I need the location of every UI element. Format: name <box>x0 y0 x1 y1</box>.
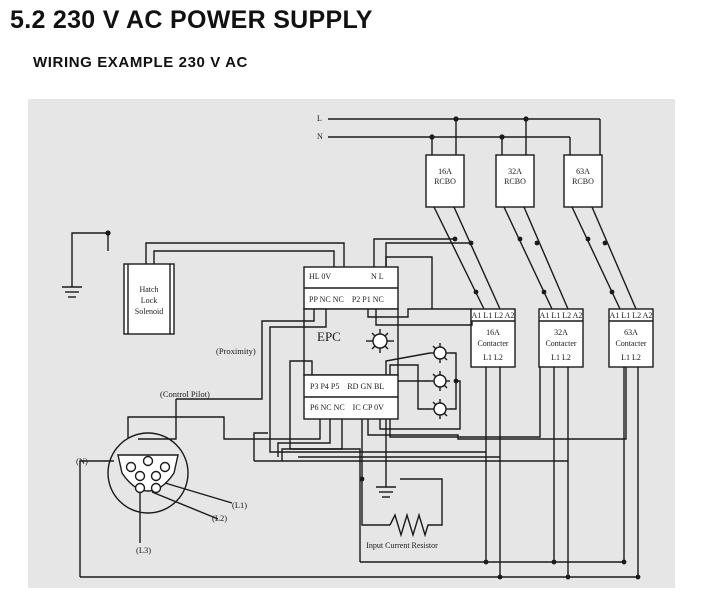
rcbo-63a-rating: 63A <box>576 167 590 176</box>
green-lamp-icon <box>430 371 450 391</box>
contactor-output-wiring <box>80 367 641 580</box>
wiring-diagram-svg: L N 16A RCBO 32A RCBO 63A RCBO <box>62 114 654 580</box>
bus-l-label: L <box>317 114 322 123</box>
contactor-32a-type: Contacter <box>545 339 576 348</box>
epc-earth-icon <box>376 419 396 498</box>
indicator-lamps <box>366 329 461 430</box>
solenoid-label-1: Hatch <box>139 285 158 294</box>
rcbo-16a-type: RCBO <box>434 177 456 186</box>
neutral-pin-label: (N) <box>76 456 88 466</box>
contactor-32a-rating: 32A <box>554 328 568 337</box>
hatch-lock-solenoid: Hatch Lock Solenoid <box>123 242 345 335</box>
rcbo-32a: 32A RCBO <box>495 154 535 208</box>
contactor-16a-terminals: A1 L1 L2 A2 <box>472 311 515 320</box>
contactor-63a: A1 L1 L2 A2 63A Contacter L1 L2 <box>608 308 654 368</box>
wiring-diagram: L N 16A RCBO 32A RCBO 63A RCBO <box>28 99 675 588</box>
contactor-16a: A1 L1 L2 A2 16A Contacter L1 L2 <box>470 308 516 368</box>
bus-n-label: N <box>317 132 323 141</box>
earth-ground-icon <box>62 230 111 298</box>
epc-label: EPC <box>317 329 341 344</box>
contactor-32a-outputs: L1 L2 <box>551 353 571 362</box>
epc-terminals-hl-0v: HL 0V <box>309 272 331 281</box>
epc-terminals-row3: P3 P4 P5 RD GN BL <box>310 382 384 391</box>
input-current-resistor: Input Current Resistor <box>361 478 443 550</box>
control-pilot-label: (Control Pilot) <box>160 389 210 399</box>
l2-pin-label: (L2) <box>212 513 227 523</box>
l1-pin-label: (L1) <box>232 500 247 510</box>
epc-terminals-row4: P6 NC NC IC CP 0V <box>310 403 384 412</box>
rcbo-63a-type: RCBO <box>572 177 594 186</box>
rcbo-16a-rating: 16A <box>438 167 452 176</box>
supply-bus: L N <box>317 114 601 155</box>
rcbo-63a: 63A RCBO <box>563 154 603 208</box>
solenoid-label-2: Lock <box>141 296 157 305</box>
contactor-32a: A1 L1 L2 A2 32A Contacter L1 L2 <box>538 308 584 368</box>
section-subtitle: WIRING EXAMPLE 230 V AC <box>33 54 248 71</box>
contactor-16a-outputs: L1 L2 <box>483 353 503 362</box>
contactor-32a-terminals: A1 L1 L2 A2 <box>540 311 583 320</box>
control-wiring <box>127 256 627 562</box>
contactor-63a-outputs: L1 L2 <box>621 353 641 362</box>
epc-terminals-n-l: N L <box>371 272 384 281</box>
page-title: 5.2 230 V AC POWER SUPPLY <box>10 6 373 34</box>
rcbo-16a: 16A RCBO <box>425 154 465 208</box>
contactor-63a-rating: 63A <box>624 328 638 337</box>
contactor-63a-terminals: A1 L1 L2 A2 <box>610 311 653 320</box>
status-lamp-icon <box>366 329 394 353</box>
solenoid-label-3: Solenoid <box>135 307 163 316</box>
rcbo-32a-rating: 32A <box>508 167 522 176</box>
epc-terminals-row2: PP NC NC P2 P1 NC <box>309 295 384 304</box>
type2-connector-icon <box>79 399 268 577</box>
contactor-16a-type: Contacter <box>477 339 508 348</box>
blue-lamp-icon <box>430 399 450 419</box>
proximity-label: (Proximity) <box>216 346 256 356</box>
resistor-label: Input Current Resistor <box>366 541 438 550</box>
rcbo-32a-type: RCBO <box>504 177 526 186</box>
red-lamp-icon <box>430 343 450 363</box>
contactor-63a-type: Contacter <box>615 339 646 348</box>
contactor-16a-rating: 16A <box>486 328 500 337</box>
rcbo-to-contactor-wiring <box>373 206 637 310</box>
l3-pin-label: (L3) <box>136 545 151 555</box>
